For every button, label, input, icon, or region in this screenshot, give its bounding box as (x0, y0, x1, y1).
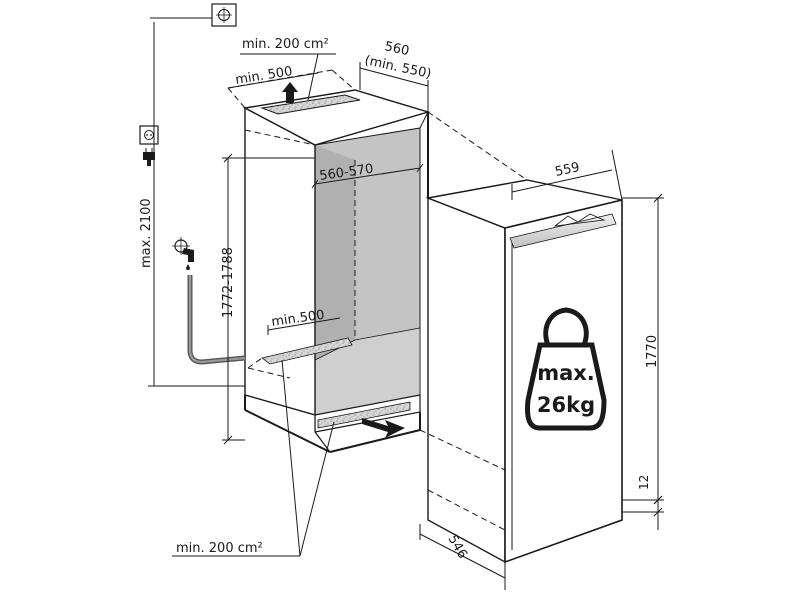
vent-arrow-up (282, 82, 298, 103)
side-socket-icon (139, 125, 159, 145)
dim-unit-height: 1770 (622, 193, 664, 505)
water-tap-icon (172, 237, 194, 270)
gap-label: 12 (637, 475, 651, 490)
bottom-vent-callout: min. 200 cm² (172, 359, 335, 557)
max-height-label: max. 2100 (139, 198, 154, 268)
dim-unit-width: 559 (511, 149, 623, 201)
dim-inner-width: 560-570 (311, 162, 424, 189)
weight-label-value: 26kg (537, 393, 595, 417)
weight-label-max: max. (537, 361, 595, 385)
niche-cabinet (227, 69, 431, 453)
top-depth-label: min. 500 (234, 64, 293, 88)
bottom-depth-label: min.500 (270, 308, 325, 330)
dim-niche-height: 1772-1788 (221, 153, 315, 445)
dim-bottom-depth: min.500 (267, 308, 341, 335)
weight-icon: max. 26kg (525, 307, 607, 431)
top-vent-label: min. 200 cm² (242, 37, 329, 52)
niche-height-label: 1772-1788 (221, 247, 236, 318)
vent-arrow-in (362, 418, 405, 438)
inner-width-label: 560-570 (318, 162, 374, 184)
niche-width-label: 560 (383, 39, 410, 59)
unit-width-label: 559 (554, 160, 581, 180)
socket-icon (211, 3, 237, 27)
unit-height-label: 1770 (645, 335, 660, 368)
dim-max-height: max. 2100 (139, 22, 245, 387)
dim-top: min. 200 cm² min. 500 (227, 37, 336, 101)
plug-icon (143, 148, 155, 166)
bottom-vent-label: min. 200 cm² (176, 541, 263, 556)
appliance-unit (419, 111, 623, 564)
dim-gap: 12 (622, 475, 664, 530)
water-hose (187, 275, 246, 365)
